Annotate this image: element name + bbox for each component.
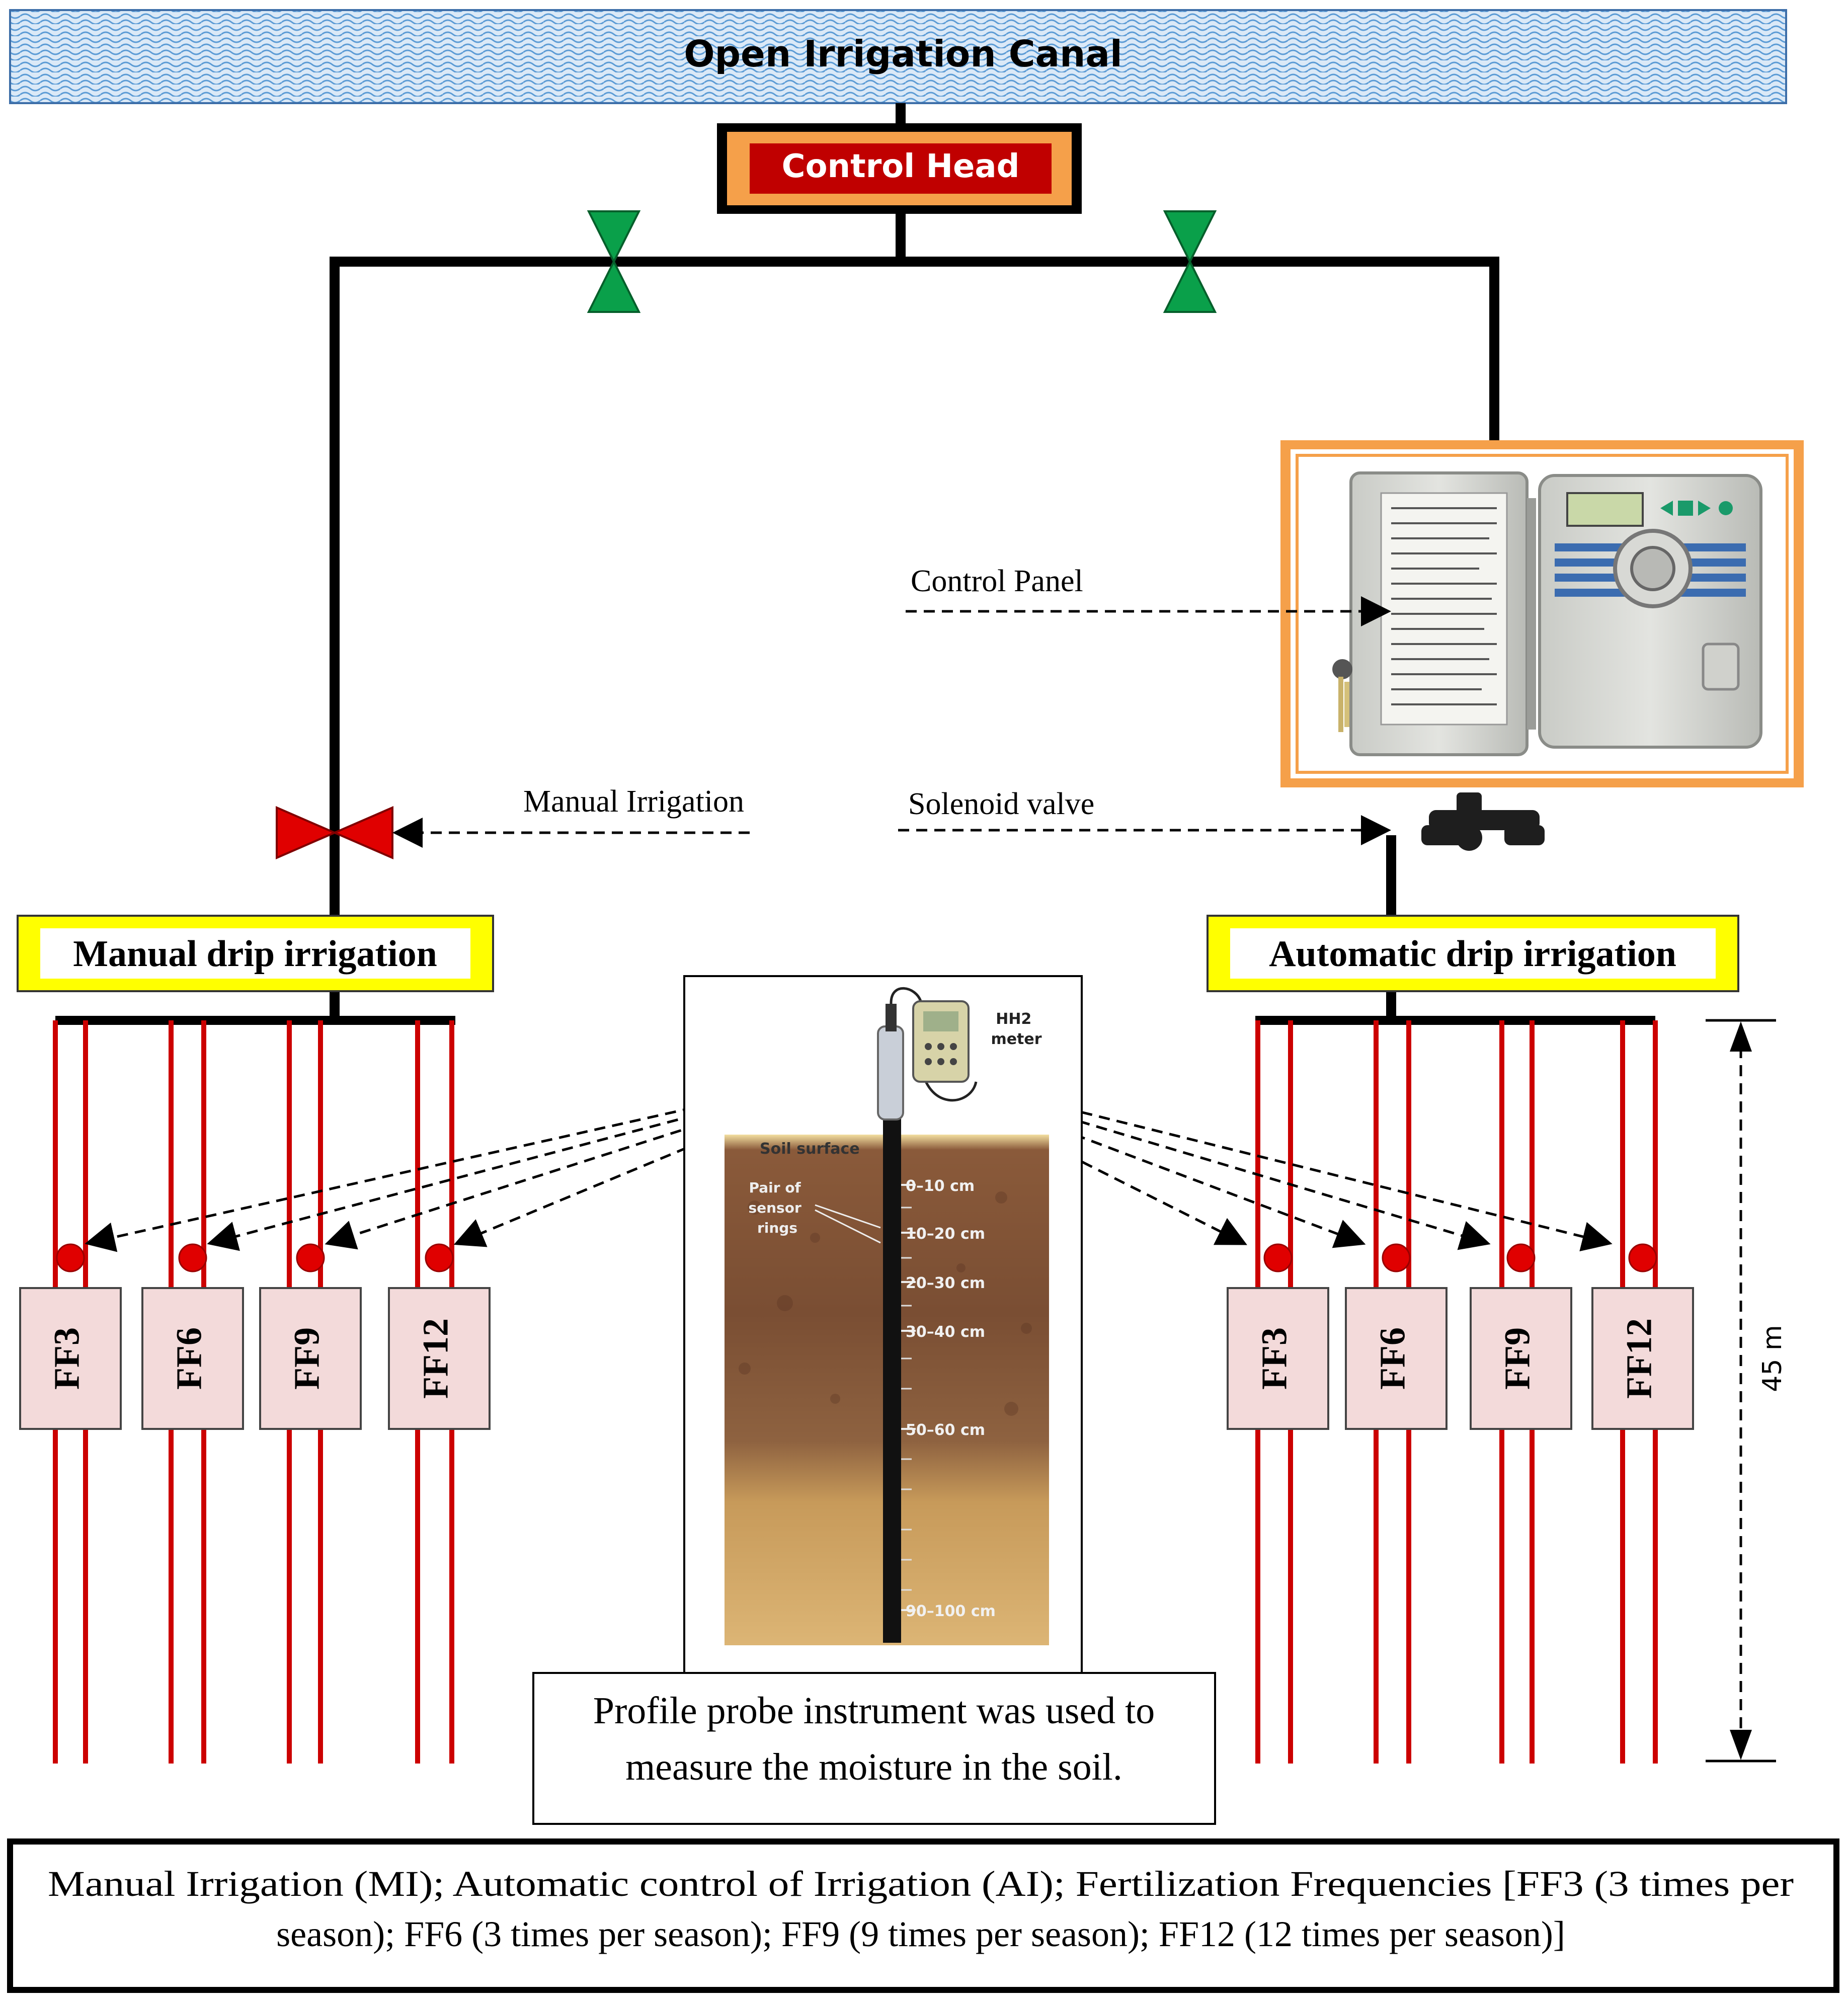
automatic-drip-irrigation-header: Automatic drip irrigation bbox=[1207, 915, 1739, 992]
key-icon bbox=[1332, 659, 1352, 732]
plot-label-automatic-ff12: FF12 bbox=[1619, 1318, 1659, 1399]
plot-label-automatic-ff3: FF3 bbox=[1254, 1327, 1295, 1390]
manual-drip-irrigation-title: Manual drip irrigation bbox=[73, 933, 437, 975]
depth-scale: 0–10 cm 10–20 cm 20–30 cm 30–40 cm 50–60 cm 9… bbox=[901, 1177, 996, 1620]
sensor-point bbox=[1628, 1243, 1657, 1272]
plot-label-manual-ff6: FF6 bbox=[169, 1327, 209, 1390]
control-panel bbox=[1280, 440, 1804, 787]
solenoid-valve-label: Solenoid valve bbox=[908, 787, 1094, 821]
plot-label-automatic-ff6: FF6 bbox=[1373, 1327, 1413, 1390]
depth-label: 50–60 cm bbox=[906, 1421, 985, 1439]
length-dimension: 45 m bbox=[1706, 1019, 1788, 1763]
sensor-point bbox=[1506, 1243, 1536, 1272]
control-head: Control Head bbox=[717, 123, 1082, 214]
legend-box: Manual Irrigation (MI); Automatic contro… bbox=[7, 1838, 1839, 1993]
manual-irrigation-label: Manual Irrigation bbox=[523, 784, 744, 819]
hh2-meter-label: HH2 meter bbox=[991, 1010, 1041, 1048]
probe-caption-line-2: measure the moisture in the soil. bbox=[625, 1746, 1122, 1788]
plot-box bbox=[1345, 1287, 1448, 1430]
depth-label: 20–30 cm bbox=[906, 1274, 985, 1292]
control-head-label: Control Head bbox=[782, 148, 1020, 185]
gate-valve-icon-left bbox=[587, 210, 641, 313]
manual-drip-irrigation-header: Manual drip irrigation bbox=[17, 915, 494, 992]
plot-label-manual-ff12: FF12 bbox=[416, 1318, 456, 1399]
plot-box bbox=[1470, 1287, 1572, 1430]
plot-box bbox=[1591, 1287, 1694, 1430]
sensor-arrow bbox=[888, 1063, 1491, 1250]
sensor-point bbox=[296, 1243, 325, 1272]
depth-label: 10–20 cm bbox=[906, 1225, 985, 1243]
sensor-rings-label: Pair of sensor rings bbox=[748, 1179, 806, 1236]
probe-caption-box: Profile probe instrument was used to mea… bbox=[532, 1672, 1216, 1825]
dimension-label: 45 m bbox=[1757, 1325, 1788, 1392]
plot-label-automatic-ff9: FF9 bbox=[1497, 1327, 1538, 1390]
sensor-point bbox=[1263, 1243, 1293, 1272]
legend-line-1: Manual Irrigation (MI); Automatic contro… bbox=[48, 1864, 1794, 1904]
plot-box bbox=[259, 1287, 362, 1430]
sensor-point bbox=[425, 1243, 454, 1272]
control-panel-label: Control Panel bbox=[911, 564, 1083, 598]
canal-title: Open Irrigation Canal bbox=[684, 33, 1122, 75]
solenoid-valve-icon bbox=[1421, 792, 1545, 851]
sensor-arrow bbox=[888, 1063, 1613, 1252]
open-irrigation-canal: Open Irrigation Canal bbox=[9, 9, 1787, 104]
sensor-arrow bbox=[887, 1063, 1247, 1245]
depth-label: 30–40 cm bbox=[906, 1323, 985, 1341]
profile-probe-photo: Soil surface Pair of sensor rings HH2 me… bbox=[683, 975, 1083, 1674]
automatic-drip-irrigation-title: Automatic drip irrigation bbox=[1269, 933, 1676, 975]
plot-box bbox=[1227, 1287, 1329, 1430]
legend-line-2: season); FF6 (3 times per season); FF9 (… bbox=[276, 1914, 1565, 1954]
main-pipe-network bbox=[330, 103, 1499, 1021]
plot-label-manual-ff9: FF9 bbox=[287, 1327, 327, 1390]
soil-surface-label: Soil surface bbox=[760, 1140, 860, 1158]
sensor-point bbox=[178, 1243, 207, 1272]
plot-label-manual-ff3: FF3 bbox=[47, 1327, 87, 1390]
fertilization-plots: FF3 FF6 FF9 FF12 FF3 FF6 FF9 FF12 bbox=[19, 1243, 1694, 1430]
plot-box bbox=[388, 1287, 491, 1430]
sensor-point bbox=[56, 1243, 85, 1272]
plot-box bbox=[19, 1287, 122, 1430]
depth-label: 90–100 cm bbox=[906, 1603, 996, 1620]
depth-label: 0–10 cm bbox=[906, 1177, 975, 1195]
sensor-arrow bbox=[888, 1063, 1366, 1248]
gate-valve-icon-right bbox=[1163, 210, 1217, 313]
probe-caption-line-1: Profile probe instrument was used to bbox=[593, 1690, 1155, 1732]
sensor-point bbox=[1382, 1243, 1411, 1272]
plot-box bbox=[141, 1287, 244, 1430]
